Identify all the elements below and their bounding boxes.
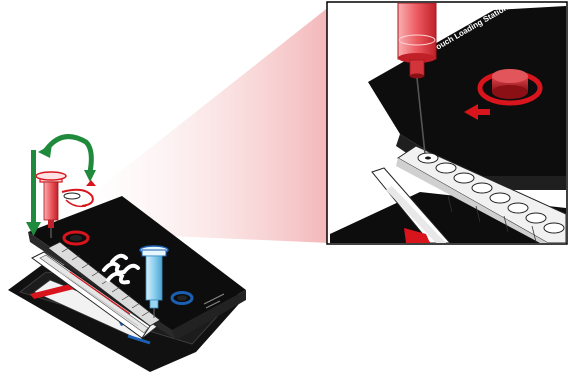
- green-down-arrow: [26, 150, 41, 236]
- green-rotation-arrow: [46, 137, 91, 172]
- magnified-inset: Touch Loading Station: [327, 2, 567, 244]
